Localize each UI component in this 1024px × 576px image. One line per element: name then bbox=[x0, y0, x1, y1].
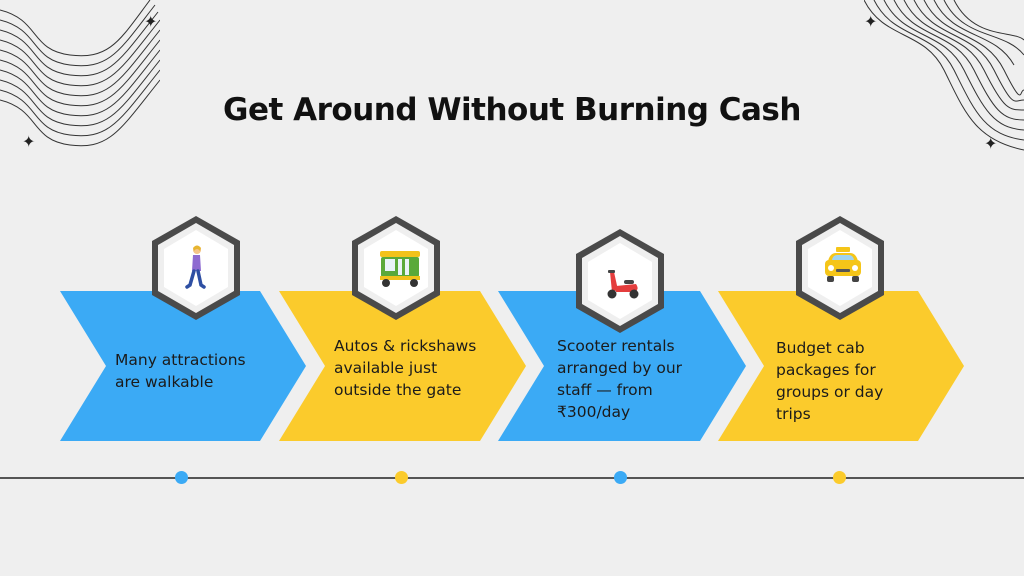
step-1-hexagon bbox=[148, 213, 244, 323]
step-4-arrow bbox=[718, 291, 964, 441]
timeline-dot-1 bbox=[175, 471, 188, 484]
step-3-text: Scooter rentals arranged by our staff — … bbox=[557, 337, 683, 421]
step-3-arrow bbox=[498, 291, 746, 441]
step-2-arrow bbox=[279, 291, 526, 441]
sparkle-icon: ✦ bbox=[144, 14, 158, 31]
taxi-icon bbox=[825, 247, 861, 282]
scooter-icon bbox=[607, 270, 639, 299]
step-4-hexagon bbox=[792, 213, 888, 323]
timeline-dot-4 bbox=[833, 471, 846, 484]
auto-rickshaw-icon bbox=[380, 251, 420, 287]
page-title: Get Around Without Burning Cash bbox=[223, 92, 801, 128]
step-2-hexagon bbox=[348, 213, 444, 323]
sparkle-icon: ✦ bbox=[22, 134, 36, 151]
timeline-dot-2 bbox=[395, 471, 408, 484]
step-1-arrow bbox=[60, 291, 306, 441]
timeline-line bbox=[0, 477, 1024, 479]
step-1-text: Many attractions are walkable bbox=[115, 351, 246, 391]
wavy-lines-left-decoration bbox=[0, 0, 160, 147]
wavy-lines-right-decoration bbox=[864, 0, 1024, 151]
walking-person-icon bbox=[185, 245, 206, 289]
sparkle-icon: ✦ bbox=[864, 14, 878, 31]
step-3-hexagon bbox=[572, 226, 668, 336]
timeline-dot-3 bbox=[614, 471, 627, 484]
step-2-text: Autos & rickshaws available just outside… bbox=[334, 337, 477, 399]
step-4-text: Budget cab packages for groups or day tr… bbox=[776, 339, 884, 423]
sparkle-icon: ✦ bbox=[984, 136, 998, 153]
